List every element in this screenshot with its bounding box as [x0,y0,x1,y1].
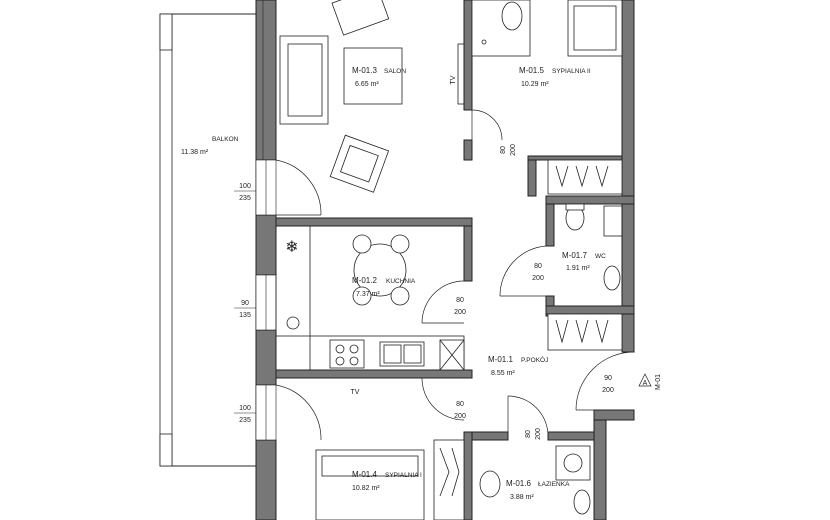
room-code: M-01.4 [352,470,377,479]
salon-furniture [279,0,465,193]
interior-walls [275,0,635,520]
room-name: KUCHNIA [386,278,416,285]
doors [275,109,635,441]
armchair [329,134,390,193]
kitchen-counter: ❄ [275,225,465,371]
door-dimension: 80 200 [500,144,517,156]
door-dimension: 80 200 [454,401,466,420]
room-label-salon: M-01.3 SALON 6.65 m² [352,66,406,88]
room-area: 10.82 m² [352,485,380,492]
room-name: WC [595,253,606,260]
door-dimension: 80 200 [532,263,544,282]
room-code: M-01.7 [562,251,587,260]
coffee-table [343,47,403,105]
desk [471,0,531,57]
window-dimension: 90 135 [234,300,256,319]
room-label-wc: M-01.7 WC 1.91 m² [562,251,606,272]
snowflake-icon: ❄ [285,239,298,256]
west-wall [255,0,277,520]
wardrobe [433,439,465,520]
door-dimension: 90 200 [602,375,614,394]
armchair [331,0,390,36]
door-dimension: 80 200 [454,297,466,316]
svg-text:A: A [643,380,648,387]
room-label-bedroom-one: M-01.4 SYPIALNIA I 10.82 m² [352,470,422,492]
room-label-hall: M-01.1 P.POKÓJ 8.55 m² [488,355,548,377]
svg-text:90: 90 [241,300,249,307]
svg-text:200: 200 [535,428,542,440]
room-area: 6.65 m² [355,81,379,88]
svg-text:100: 100 [239,405,251,412]
room-name: P.POKÓJ [521,355,548,364]
washbasin [603,265,621,291]
svg-text:200: 200 [454,413,466,420]
hob [329,339,365,369]
section-marker: A M-01 [638,373,662,390]
svg-text:200: 200 [532,275,544,282]
room-label-balcony: BALKON 11.38 m² [181,136,239,156]
room-label-bathroom: M-01.6 ŁAZIENKA 3.88 m² [506,479,570,501]
room-code: M-01.6 [506,479,531,488]
room-code: M-01.3 [352,66,377,75]
svg-text:M-01: M-01 [655,374,662,390]
room-label-kitchen: M-01.2 KUCHNIA 7.37 m² [352,276,416,298]
door-dimension: 80 200 [525,428,542,440]
svg-text:80: 80 [500,146,507,154]
sofa [279,35,329,125]
balcony-name: BALKON [212,136,239,143]
svg-text:90: 90 [604,375,612,382]
tv-label: TV [450,75,457,84]
svg-text:200: 200 [602,387,614,394]
svg-text:235: 235 [239,195,251,202]
room-area: 8.55 m² [491,370,515,377]
tv-label: TV [351,389,360,396]
svg-text:135: 135 [239,312,251,319]
toilet [479,470,501,498]
wardrobe [547,313,623,351]
svg-text:80: 80 [456,297,464,304]
svg-text:TV: TV [450,75,457,84]
window-dimension: 100 235 [234,183,256,202]
svg-text:80: 80 [525,430,532,438]
shower [555,445,591,481]
dining-table [352,234,410,306]
bedroom-two-furniture [471,0,623,57]
room-area: 3.88 m² [510,494,534,501]
room-name: SYPIALNIA II [552,68,591,75]
svg-text:80: 80 [534,263,542,270]
room-area: 1.91 m² [566,265,590,272]
bedroom-one-bed [315,449,425,520]
svg-text:200: 200 [454,309,466,316]
bed [567,0,623,57]
room-area: 7.37 m² [356,291,380,298]
washbasin [573,489,591,515]
sink [379,341,425,367]
svg-text:235: 235 [239,417,251,424]
room-area: 10.29 m² [521,81,549,88]
window-dimension: 100 235 [234,405,256,424]
balcony-area: 11.38 m² [181,149,209,156]
balcony [159,13,257,467]
tv-unit [457,43,465,105]
sink-tap-icon [286,316,300,330]
bathroom-fixtures [479,445,591,515]
svg-text:100: 100 [239,183,251,190]
wardrobe [547,159,623,195]
room-name: SYPIALNIA I [385,472,422,479]
wc-fixtures [565,203,623,291]
room-code: M-01.2 [352,276,377,285]
svg-text:200: 200 [510,144,517,156]
room-name: SALON [384,68,406,75]
svg-text:80: 80 [456,401,464,408]
room-name: ŁAZIENKA [538,481,570,488]
room-code: M-01.1 [488,355,513,364]
room-code: M-01.5 [519,66,544,75]
room-label-bedroom-two: M-01.5 SYPIALNIA II 10.29 m² [519,66,591,88]
